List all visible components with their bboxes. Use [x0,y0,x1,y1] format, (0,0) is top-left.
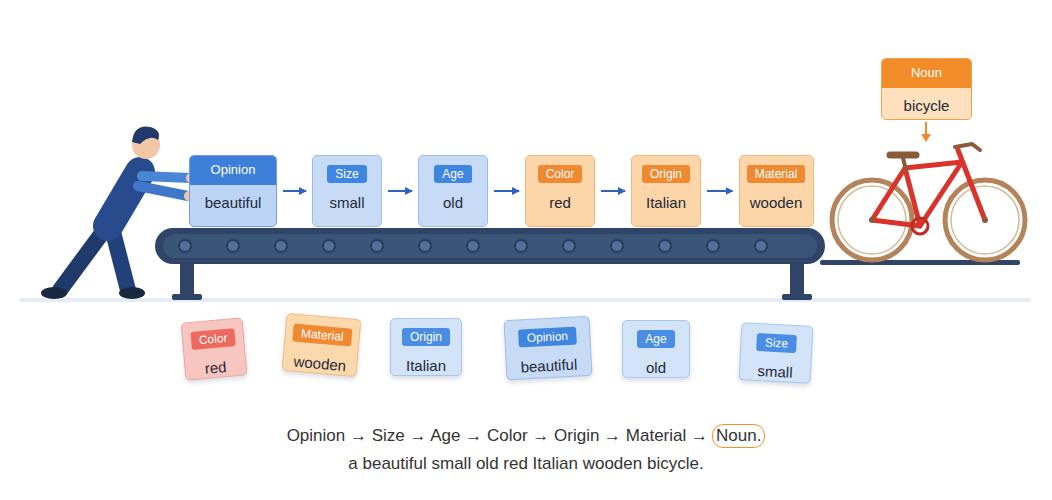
conveyor-belt [155,228,825,264]
pointer-head [921,134,931,142]
circled-noun: Noun. [712,424,765,448]
noun-word: Noun. [716,426,761,445]
example-caption: a beautiful small old red Italian wooden… [0,454,1052,474]
word-card: Size small [739,322,814,384]
conveyor-belt-inner [163,234,817,258]
flow-arrow [601,190,625,192]
bicycle-illustration [832,144,1025,260]
word-card: Size small [312,155,382,227]
word-card: Noun bicycle [881,58,972,120]
worker-figure [41,127,196,299]
word-card: Material wooden [739,155,814,227]
category-tag: Age [434,165,471,183]
word-card: Opinion beautiful [189,155,277,227]
adjective-word: wooden [744,193,809,212]
floor-line [20,298,1030,302]
flow-arrow [494,190,519,192]
flow-arrow [707,190,733,192]
flow-arrow [388,190,412,192]
word-card: Age old [418,155,488,227]
adjective-word: old [640,358,672,377]
category-tag: Opinion [518,327,576,348]
category-tag: Material [292,324,352,347]
order-sequence: Opinion → Size → Age → Color → Origin → … [287,426,708,446]
conveyor-foot [782,294,812,300]
category-tag: Size [327,165,366,183]
category-tag: Color [190,328,236,350]
category-tag: Age [637,330,674,348]
conveyor-foot [172,294,202,300]
adjective-word: red [198,356,233,378]
adjective-word: beautiful [199,193,268,212]
word-card: Age old [622,320,690,378]
conveyor-rollers [179,240,767,252]
word-card: OriginItalian [631,155,701,227]
adjective-word: red [543,193,577,212]
category-header: Noun [882,59,971,88]
flow-arrow [283,190,306,192]
word-card: Material wooden [281,313,361,377]
word-card: OriginItalian [390,318,462,376]
order-line: Opinion → Size → Age → Color → Origin → … [0,424,1052,448]
category-tag: Color [538,165,583,183]
word-card: Color red [181,317,248,380]
category-header: Opinion [190,156,276,185]
pointer-line [925,122,927,136]
adjective-word: small [751,361,799,382]
adjective-word: Italian [640,193,692,212]
category-tag: Origin [642,165,690,183]
word-card: Color red [525,155,595,227]
adjective-word: small [323,193,370,212]
word-card: Opinion beautiful [503,316,592,380]
adjective-word: bicycle [898,96,956,115]
category-tag: Origin [402,328,450,346]
category-tag: Material [747,165,806,183]
adjective-word: old [437,193,469,212]
adjective-word: beautiful [514,354,584,377]
category-tag: Size [756,333,796,353]
adjective-word: wooden [286,351,352,376]
adjective-word: Italian [400,356,452,375]
